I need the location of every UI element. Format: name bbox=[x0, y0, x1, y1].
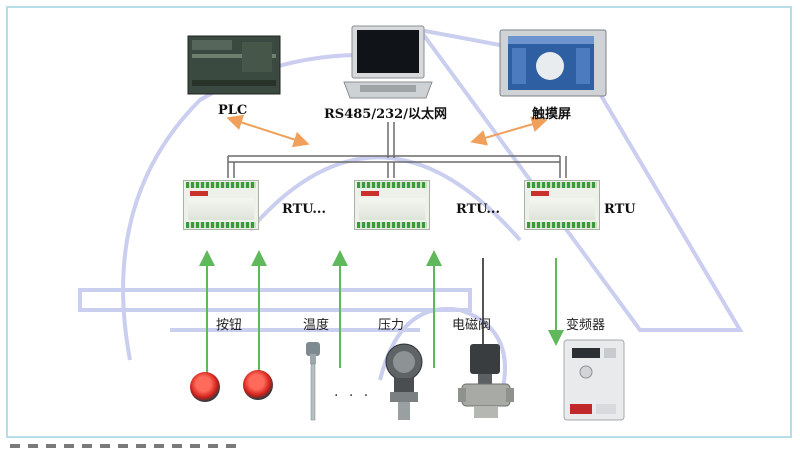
rtu-label-1: RTU... bbox=[282, 202, 326, 217]
rtu-module-1 bbox=[183, 180, 259, 230]
button-label: 按钮 bbox=[216, 318, 243, 333]
solenoid-valve-label: 电磁阀 bbox=[452, 318, 492, 333]
module-tag bbox=[361, 191, 379, 196]
rtu-label-2: RTU... bbox=[456, 202, 500, 217]
terminal-strip bbox=[186, 222, 256, 228]
terminal-strip bbox=[527, 222, 597, 228]
terminal-strip bbox=[527, 182, 597, 188]
inverter-label: 变频器 bbox=[566, 318, 606, 333]
push-button-icon bbox=[243, 370, 273, 400]
touchscreen-device bbox=[498, 28, 608, 98]
pressure-transmitter bbox=[380, 340, 428, 422]
plc-device bbox=[186, 32, 282, 98]
terminal-strip bbox=[186, 182, 256, 188]
more-devices-ellipsis: . . . bbox=[334, 384, 372, 400]
valve-icon bbox=[458, 344, 514, 418]
terminal-strip bbox=[357, 222, 427, 228]
plc-label: PLC bbox=[218, 103, 248, 118]
module-body bbox=[188, 198, 254, 220]
push-button-icon bbox=[190, 372, 220, 402]
footer-fragment bbox=[10, 444, 240, 448]
inverter-device bbox=[562, 338, 626, 422]
rtu-module-2 bbox=[354, 180, 430, 230]
pressure-label: 压力 bbox=[378, 318, 405, 333]
inverter-icon bbox=[563, 339, 625, 421]
temperature-label: 温度 bbox=[303, 318, 330, 333]
rtu-module-3 bbox=[524, 180, 600, 230]
temperature-sensor bbox=[300, 340, 326, 422]
solenoid-valve bbox=[458, 342, 516, 422]
module-body bbox=[529, 198, 595, 220]
laptop-device bbox=[340, 24, 436, 102]
plc-arrow bbox=[226, 114, 310, 148]
touchscreen-icon bbox=[499, 29, 607, 97]
touchscreen-label: 触摸屏 bbox=[532, 107, 572, 122]
terminal-strip bbox=[357, 182, 427, 188]
thermometer-icon bbox=[306, 342, 320, 421]
module-tag bbox=[190, 191, 208, 196]
touchscreen-arrow bbox=[470, 116, 548, 146]
network-bus bbox=[227, 122, 567, 178]
laptop-icon bbox=[343, 25, 433, 99]
network-label: RS485/232/以太网 bbox=[324, 107, 447, 122]
module-body bbox=[359, 198, 425, 220]
rtu-label-3: RTU bbox=[604, 202, 636, 217]
pressure-gauge-icon bbox=[385, 343, 423, 420]
module-tag bbox=[531, 191, 549, 196]
plc-icon bbox=[187, 35, 281, 95]
